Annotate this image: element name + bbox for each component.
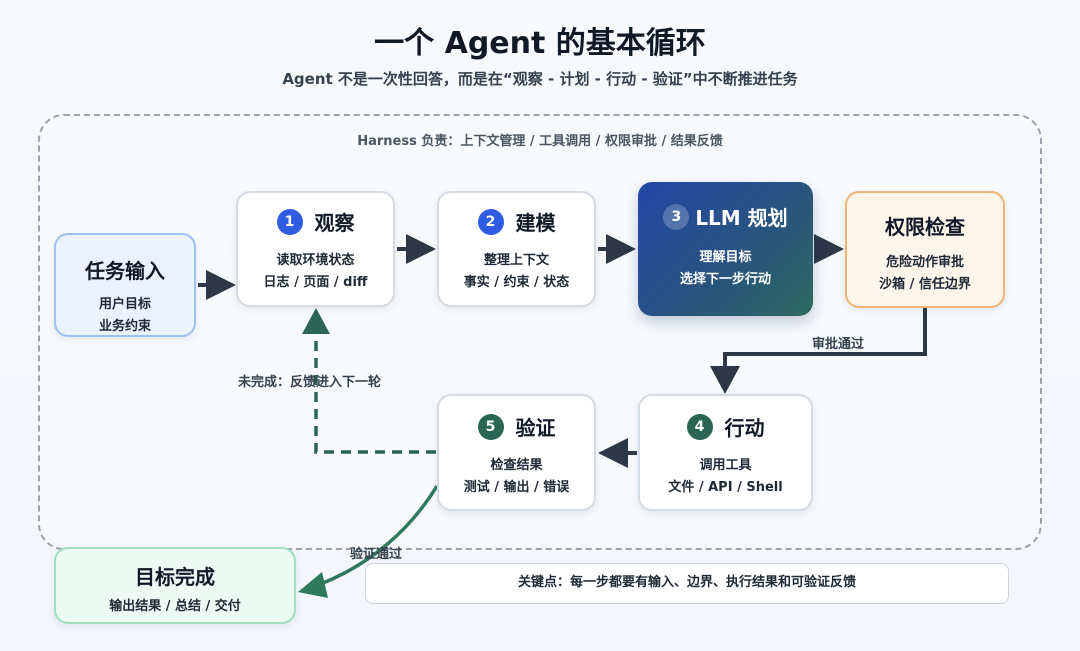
observe-line2: 日志 / 页面 / diff (263, 275, 368, 290)
arrow-verify-to-done (298, 485, 439, 598)
llm-plan-line2: 选择下一步行动 (679, 272, 771, 287)
verify-node: 5 验证 检查结果 测试 / 输出 / 错误 (437, 394, 596, 511)
step-badge-1: 1 (276, 208, 303, 235)
llm-plan-title: LLM 规划 (695, 206, 788, 230)
permission-line2: 沙箱 / 信任边界 (879, 277, 971, 292)
keypoint-note: 关键点：每一步都要有输入、边界、执行结果和可验证反馈 (365, 563, 1009, 604)
observe-title: 观察 (314, 211, 355, 235)
edge-label-approved: 审批通过 (812, 337, 865, 352)
permission-title: 权限检查 (885, 215, 965, 239)
task-input-node: 任务输入 用户目标 业务约束 (54, 233, 196, 337)
step-badge-5: 5 (477, 413, 504, 440)
verify-line2: 测试 / 输出 / 错误 (463, 480, 570, 495)
task-input-line2: 业务约束 (98, 319, 151, 334)
observe-line1: 读取环境状态 (276, 253, 355, 268)
action-line1: 调用工具 (699, 458, 752, 473)
arrow-observe-to-model (397, 234, 436, 264)
task-input-line1: 用户目标 (98, 297, 151, 312)
arrow-verify-feedback-loop (302, 308, 436, 454)
edge-label-incomplete: 未完成：反馈进入下一轮 (238, 375, 382, 390)
llm-plan-node: 3 LLM 规划 理解目标 选择下一步行动 (638, 182, 813, 316)
action-node: 4 行动 调用工具 文件 / API / Shell (638, 394, 813, 511)
step-badge-3: 3 (663, 203, 690, 230)
permission-line1: 危险动作审批 (885, 255, 964, 270)
action-title: 行动 (724, 416, 765, 440)
step-badge-2: 2 (477, 208, 504, 235)
model-line2: 事实 / 约束 / 状态 (463, 275, 570, 290)
model-node: 2 建模 整理上下文 事实 / 约束 / 状态 (437, 191, 596, 307)
done-line1: 输出结果 / 总结 / 交付 (109, 599, 241, 614)
arrow-action-to-verify (598, 438, 637, 468)
edge-label-verified: 验证通过 (350, 547, 403, 562)
arrow-input-to-observe (198, 270, 236, 300)
step-badge-4: 4 (686, 413, 713, 440)
verify-line1: 检查结果 (490, 458, 543, 473)
verify-title: 验证 (515, 416, 556, 440)
model-line1: 整理上下文 (483, 253, 549, 268)
llm-plan-line1: 理解目标 (699, 250, 752, 265)
done-title: 目标完成 (135, 565, 215, 589)
diagram-title: 一个 Agent 的基本循环 (374, 26, 706, 61)
arrow-model-to-llm (598, 234, 636, 264)
arrow-llm-to-permission (814, 234, 844, 264)
observe-node: 1 观察 读取环境状态 日志 / 页面 / diff (236, 191, 395, 307)
task-input-title: 任务输入 (85, 259, 165, 283)
permission-check-node: 权限检查 危险动作审批 沙箱 / 信任边界 (845, 191, 1005, 308)
goal-complete-node: 目标完成 输出结果 / 总结 / 交付 (54, 547, 296, 624)
arrow-permission-to-action (710, 308, 927, 394)
diagram-subtitle: Agent 不是一次性回答，而是在“观察 - 计划 - 行动 - 验证”中不断推… (282, 70, 798, 88)
harness-label: Harness 负责：上下文管理 / 工具调用 / 权限审批 / 结果反馈 (357, 134, 723, 149)
action-line2: 文件 / API / Shell (668, 480, 783, 495)
model-title: 建模 (515, 211, 556, 235)
